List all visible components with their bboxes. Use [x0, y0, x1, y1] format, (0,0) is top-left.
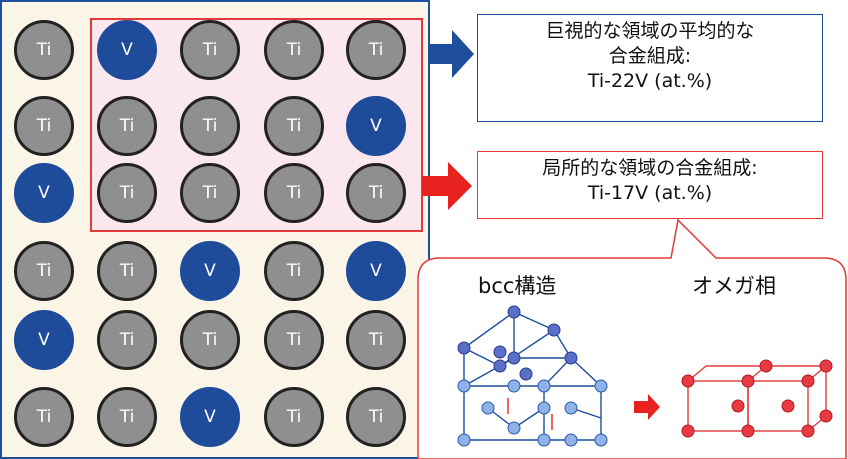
macro-line-3: Ti-22V (at.%) [587, 70, 713, 92]
ti-atom: Ti [264, 163, 324, 223]
ti-atom: Ti [264, 310, 324, 370]
ti-atom: Ti [346, 20, 406, 80]
omega-label: オメガ相 [692, 274, 776, 298]
ti-atom: Ti [97, 96, 157, 156]
ti-atom: Ti [97, 241, 157, 301]
ti-atom: Ti [180, 20, 240, 80]
v-atom: V [14, 310, 74, 370]
bcc-atoms [457, 305, 578, 381]
ti-atom: Ti [97, 387, 157, 447]
ti-atom: Ti [180, 96, 240, 156]
ti-atom: Ti [14, 387, 74, 447]
local-arrow [422, 162, 472, 210]
v-atom: V [14, 163, 74, 223]
macro-line-1: 巨視的な領域の平均的な [545, 20, 755, 42]
local-line-1: 局所的な領域の合金組成: [542, 157, 758, 179]
ti-atom: Ti [346, 387, 406, 447]
ti-atom: Ti [264, 96, 324, 156]
omega-atoms [681, 359, 833, 438]
bcc-atoms-light [457, 379, 608, 447]
transform-arrow [634, 394, 660, 420]
bcc-label: bcc構造 [478, 274, 557, 298]
ti-atom: Ti [180, 163, 240, 223]
macro-arrow [428, 30, 474, 78]
ti-atom: Ti [180, 310, 240, 370]
v-atom: V [180, 387, 240, 447]
ti-atom: Ti [264, 20, 324, 80]
ti-atom: Ti [264, 241, 324, 301]
ti-atom: Ti [346, 163, 406, 223]
ti-atom: Ti [346, 310, 406, 370]
v-atom: V [346, 96, 406, 156]
ti-atom: Ti [14, 20, 74, 80]
ti-atom: Ti [14, 96, 74, 156]
ti-atom: Ti [97, 163, 157, 223]
v-atom: V [346, 241, 406, 301]
local-composition-box: 局所的な領域の合金組成: Ti-17V (at.%) [477, 151, 823, 219]
ti-atom: Ti [14, 241, 74, 301]
ti-atom: Ti [97, 310, 157, 370]
local-line-2: Ti-17V (at.%) [587, 182, 713, 204]
v-atom: V [97, 20, 157, 80]
macro-composition-box: 巨視的な領域の平均的な 合金組成: Ti-22V (at.%) [477, 14, 823, 122]
ti-atom: Ti [264, 387, 324, 447]
v-atom: V [180, 241, 240, 301]
shift-arrows [507, 398, 553, 430]
macro-line-2: 合金組成: [608, 45, 692, 67]
structure-callout [417, 218, 847, 459]
